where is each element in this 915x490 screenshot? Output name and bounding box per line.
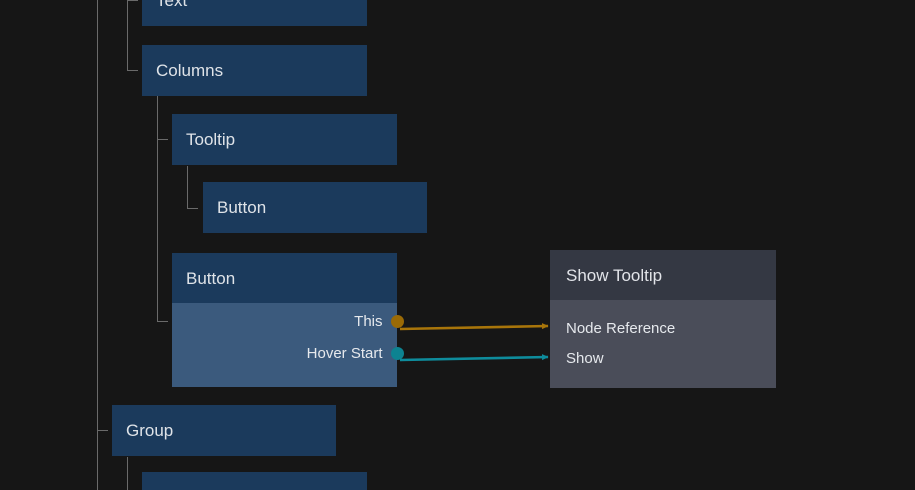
port-dot-this[interactable] xyxy=(390,314,404,328)
port-label: Node Reference xyxy=(566,319,676,337)
tree-item-label: Tooltip xyxy=(186,130,236,149)
graph-node-title: Show Tooltip xyxy=(566,265,663,285)
tree-item-tooltip[interactable]: Tooltip xyxy=(172,114,397,165)
port-label: Hover Start xyxy=(306,344,383,362)
input-port-show[interactable]: Show xyxy=(550,347,604,369)
tree-item-text[interactable]: Text xyxy=(142,0,367,26)
port-label: Show xyxy=(566,349,604,367)
tree-spine-group-children xyxy=(127,457,128,490)
tree-item-label: Columns xyxy=(156,61,224,80)
tree-item-partial-bottom[interactable] xyxy=(142,472,367,490)
tree-item-columns[interactable]: Columns xyxy=(142,45,367,96)
graph-node-header[interactable]: Show Tooltip xyxy=(550,250,776,300)
tree-spine-depth2 xyxy=(157,96,158,322)
graph-node-header[interactable]: Button xyxy=(172,253,397,303)
tree-elbow-group xyxy=(97,430,108,431)
graph-node-body: This Hover Start xyxy=(172,303,404,387)
tree-spine-depth1 xyxy=(127,0,128,71)
tree-elbow-text xyxy=(127,0,138,1)
tree-item-label: Text xyxy=(156,0,188,10)
tree-item-button[interactable]: Button xyxy=(203,182,427,233)
port-label: This xyxy=(354,312,383,330)
graph-node-body: Node Reference Show xyxy=(550,300,776,388)
tree-elbow-tooltip xyxy=(157,139,168,140)
tree-item-label: Button xyxy=(217,198,267,217)
tree-item-group[interactable]: Group xyxy=(112,405,336,456)
tree-elbow-button-outer xyxy=(157,321,168,322)
edge-this-to-node-reference[interactable] xyxy=(399,323,549,331)
tree-spine-depth3 xyxy=(187,166,188,209)
graph-node-title: Button xyxy=(186,268,236,288)
edge-hover-start-to-show[interactable] xyxy=(399,354,549,362)
tree-elbow-columns xyxy=(127,70,138,71)
port-dot-hover-start[interactable] xyxy=(390,346,404,360)
input-port-node-reference[interactable]: Node Reference xyxy=(550,317,675,339)
tree-elbow-button-inner xyxy=(187,208,198,209)
output-port-hover-start[interactable]: Hover Start xyxy=(306,342,404,364)
output-port-this[interactable]: This xyxy=(354,310,404,332)
tree-item-label: Group xyxy=(126,421,174,440)
graph-node-button[interactable]: Button This Hover Start xyxy=(172,253,404,387)
graph-node-show-tooltip[interactable]: Show Tooltip Node Reference Show xyxy=(550,250,776,388)
tree-spine-root xyxy=(97,0,98,490)
